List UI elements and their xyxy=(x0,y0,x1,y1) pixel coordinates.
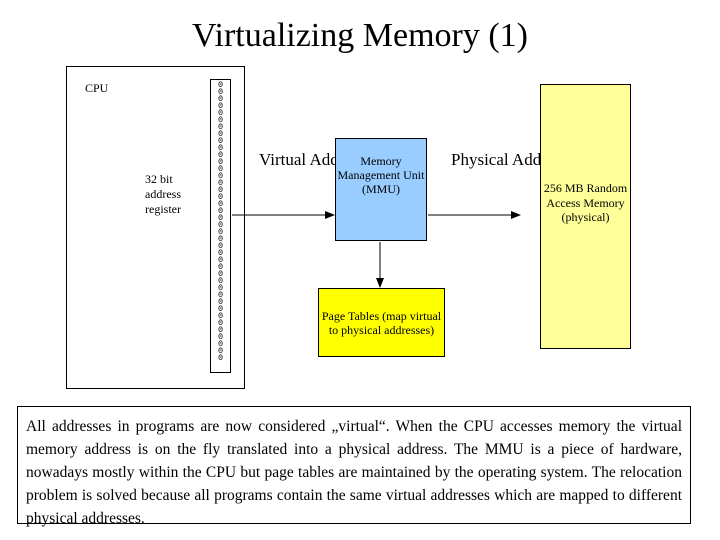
register-bit: 0 xyxy=(217,87,224,97)
register-bit: 0 xyxy=(217,206,224,216)
register-bit: 0 xyxy=(217,353,224,363)
register-bit: 0 xyxy=(217,318,224,328)
register-bit: 0 xyxy=(217,108,224,118)
register-bit: 0 xyxy=(217,199,224,209)
physical-memory-label: 256 MB Random Access Memory (physical) xyxy=(543,181,628,224)
explanation-note: All addresses in programs are now consid… xyxy=(17,406,691,527)
register-bit: 0 xyxy=(217,136,224,146)
register-bit: 0 xyxy=(217,332,224,342)
register-bit: 0 xyxy=(217,220,224,230)
register-bit: 0 xyxy=(217,241,224,251)
register-label: 32 bit address register xyxy=(145,172,181,216)
register-bit: 0 xyxy=(217,339,224,349)
register-bit: 0 xyxy=(217,115,224,125)
explanation-text: All addresses in programs are now consid… xyxy=(26,418,682,527)
register-bit: 0 xyxy=(217,143,224,153)
register-bit: 0 xyxy=(217,150,224,160)
register-bit: 0 xyxy=(217,276,224,286)
register-bit: 0 xyxy=(217,94,224,104)
page-title: Virtualizing Memory (1) xyxy=(192,17,528,54)
register-bit: 0 xyxy=(217,213,224,223)
cpu-label: CPU xyxy=(85,81,109,95)
register-bit: 0 xyxy=(217,185,224,195)
register-bit: 0 xyxy=(217,178,224,188)
register-bit: 0 xyxy=(217,122,224,132)
register-bit: 0 xyxy=(217,227,224,237)
register-bit: 0 xyxy=(217,157,224,167)
page-tables-box: Page Tables (map virtual to physical add… xyxy=(318,288,445,357)
register-bit: 0 xyxy=(217,311,224,321)
page-tables-label: Page Tables (map virtual to physical add… xyxy=(321,308,442,337)
register-bit: 0 xyxy=(217,297,224,307)
register-bit: 0 xyxy=(217,129,224,139)
register-bit: 0 xyxy=(217,255,224,265)
register-bit: 0 xyxy=(217,262,224,272)
mmu-label: Memory Management Unit (MMU) xyxy=(337,153,425,196)
physical-address-label: Physical Address xyxy=(451,150,568,169)
register-bit: 0 xyxy=(217,171,224,181)
register-bit: 0 xyxy=(217,248,224,258)
register-bit: 0 xyxy=(217,234,224,244)
register-bit: 0 xyxy=(217,269,224,279)
register-bit: 0 xyxy=(217,304,224,314)
register-bit: 0 xyxy=(217,325,224,335)
register-bit: 0 xyxy=(217,346,224,356)
register-bit: 0 xyxy=(217,80,224,90)
physical-memory-box: 256 MB Random Access Memory (physical) xyxy=(540,84,631,349)
register-bit: 0 xyxy=(217,283,224,293)
register-bit: 0 xyxy=(217,290,224,300)
register-bit: 0 xyxy=(217,164,224,174)
register-bit: 0 xyxy=(217,192,224,202)
mmu-box: Memory Management Unit (MMU) xyxy=(335,138,427,241)
register-bit: 0 xyxy=(217,101,224,111)
